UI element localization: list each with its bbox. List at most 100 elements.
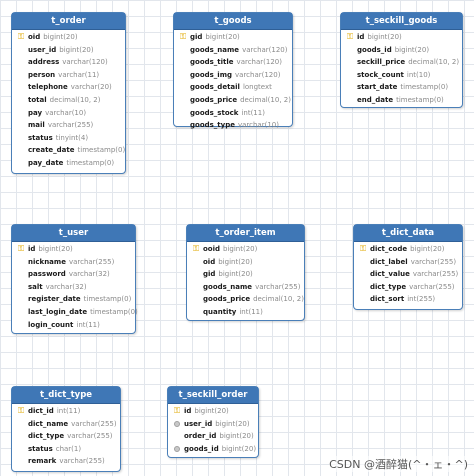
field-name: dict_type [28, 432, 65, 441]
field-name: pay_date [28, 158, 64, 167]
field-name: goods_title [190, 58, 234, 67]
field-type: int(10) [406, 70, 431, 79]
field-type: varchar(255) [71, 419, 117, 428]
field-name: mail [28, 121, 45, 130]
field-name: id [28, 245, 36, 254]
field-type: varchar(255) [410, 257, 457, 266]
table-title: t_user [12, 225, 135, 242]
primary-key-icon: ⚿ [17, 406, 25, 415]
field-name: total [28, 95, 47, 104]
field-name: goods_detail [190, 83, 240, 92]
field-type: varchar(120) [62, 58, 108, 67]
field-name: quantity [203, 307, 237, 316]
field-name: dict_value [370, 270, 410, 279]
field-type: decimal(10, 2) [240, 95, 291, 104]
field-type: int(11) [56, 407, 81, 416]
field-name: nickname [28, 257, 66, 266]
field-type: varchar(120) [242, 45, 288, 54]
field-type: varchar(255) [409, 282, 455, 291]
field-type: bigint(20) [205, 33, 240, 42]
field-name: ooid [203, 245, 221, 254]
field-type: bigint(20) [218, 270, 253, 279]
field-name: goods_name [190, 45, 240, 54]
field-type: timestamp(0) [400, 83, 449, 92]
field-type: varchar(255) [412, 270, 459, 279]
watermark: CSDN @酒醉猫(^・ェ・^) [329, 456, 468, 472]
field-name: dict_label [370, 257, 408, 266]
primary-key-icon: ⚿ [173, 406, 181, 415]
field-name: goods_name [203, 282, 253, 291]
field-type: timestamp(0) [83, 295, 132, 304]
field-name: dict_type [370, 282, 407, 291]
field-name: dict_sort [370, 295, 405, 304]
field-type: varchar(10) [45, 108, 87, 117]
field-type: varchar(11) [58, 70, 100, 79]
